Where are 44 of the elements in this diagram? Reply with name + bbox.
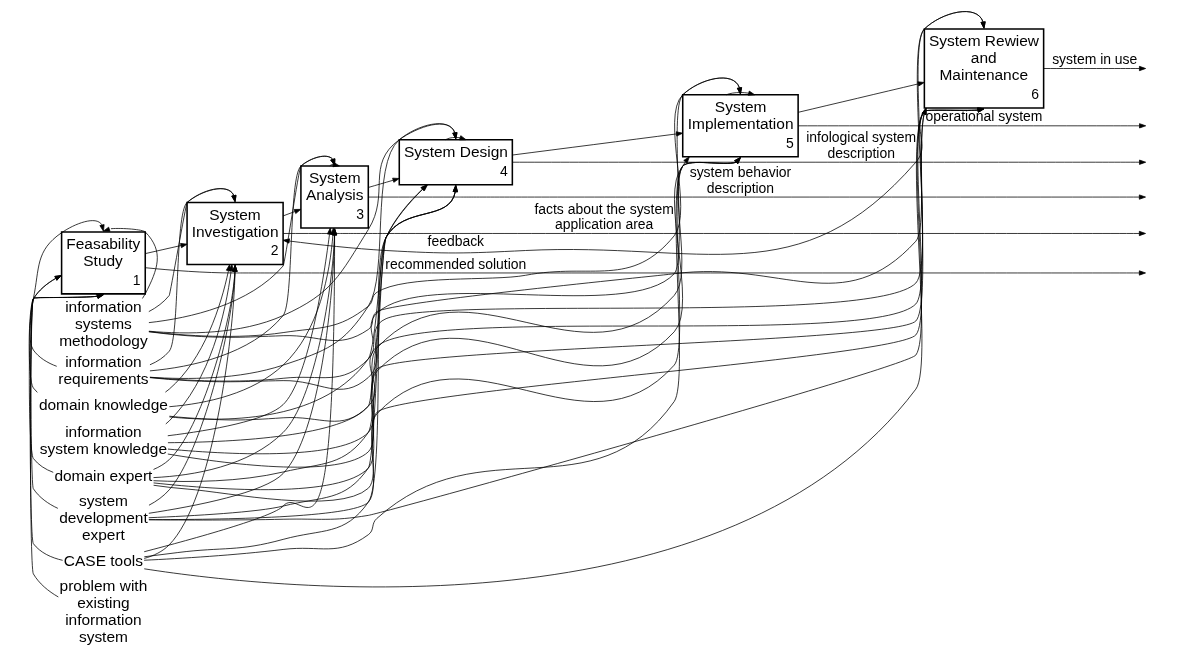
arrow — [167, 156, 690, 455]
arrow — [329, 162, 340, 168]
node-box: Feasability Study 1 — [60, 231, 147, 295]
arrow — [148, 188, 237, 312]
edge-label: feedback — [427, 233, 485, 250]
edge-label: facts about the system application area — [534, 200, 674, 233]
arrow — [29, 293, 104, 561]
node-text: problem with existing information system — [59, 577, 148, 646]
edge-label: operational system — [925, 108, 1043, 125]
node-text: domain expert — [54, 466, 153, 484]
node-text: information system knowledge — [39, 423, 168, 458]
arrow — [167, 227, 333, 437]
node-text: domain knowledge — [38, 396, 168, 414]
arrow — [1043, 65, 1146, 72]
node-box: System Investigation 2 — [186, 201, 284, 266]
arrow — [29, 220, 105, 367]
arrow — [282, 208, 302, 217]
node-text: information requirements — [58, 353, 149, 388]
arrow — [512, 159, 1147, 165]
arrow — [28, 275, 62, 393]
edge-label: infological system description — [806, 129, 917, 161]
arrow — [282, 107, 927, 255]
arrow — [797, 123, 1147, 129]
arrow — [145, 243, 188, 254]
arrow — [445, 135, 467, 141]
edge-label: system in use — [1052, 51, 1138, 68]
node-text: system development expert — [59, 492, 148, 544]
arrow — [148, 123, 458, 334]
arrow — [725, 90, 756, 96]
arrow — [30, 275, 62, 598]
arrow — [797, 81, 925, 113]
arrow — [282, 230, 1146, 237]
edge-label: system behavior description — [689, 164, 792, 196]
arrow — [30, 293, 104, 509]
arrow — [149, 123, 458, 379]
arrow — [145, 267, 1146, 276]
arrow — [368, 194, 1146, 200]
arrow — [368, 177, 400, 188]
edge-label: recommended solution — [385, 255, 527, 272]
arrow — [103, 226, 158, 299]
arrow — [28, 293, 104, 473]
arrow — [149, 188, 237, 366]
node-text: information systems methodology — [59, 297, 148, 349]
node-text: CASE tools — [63, 551, 143, 569]
